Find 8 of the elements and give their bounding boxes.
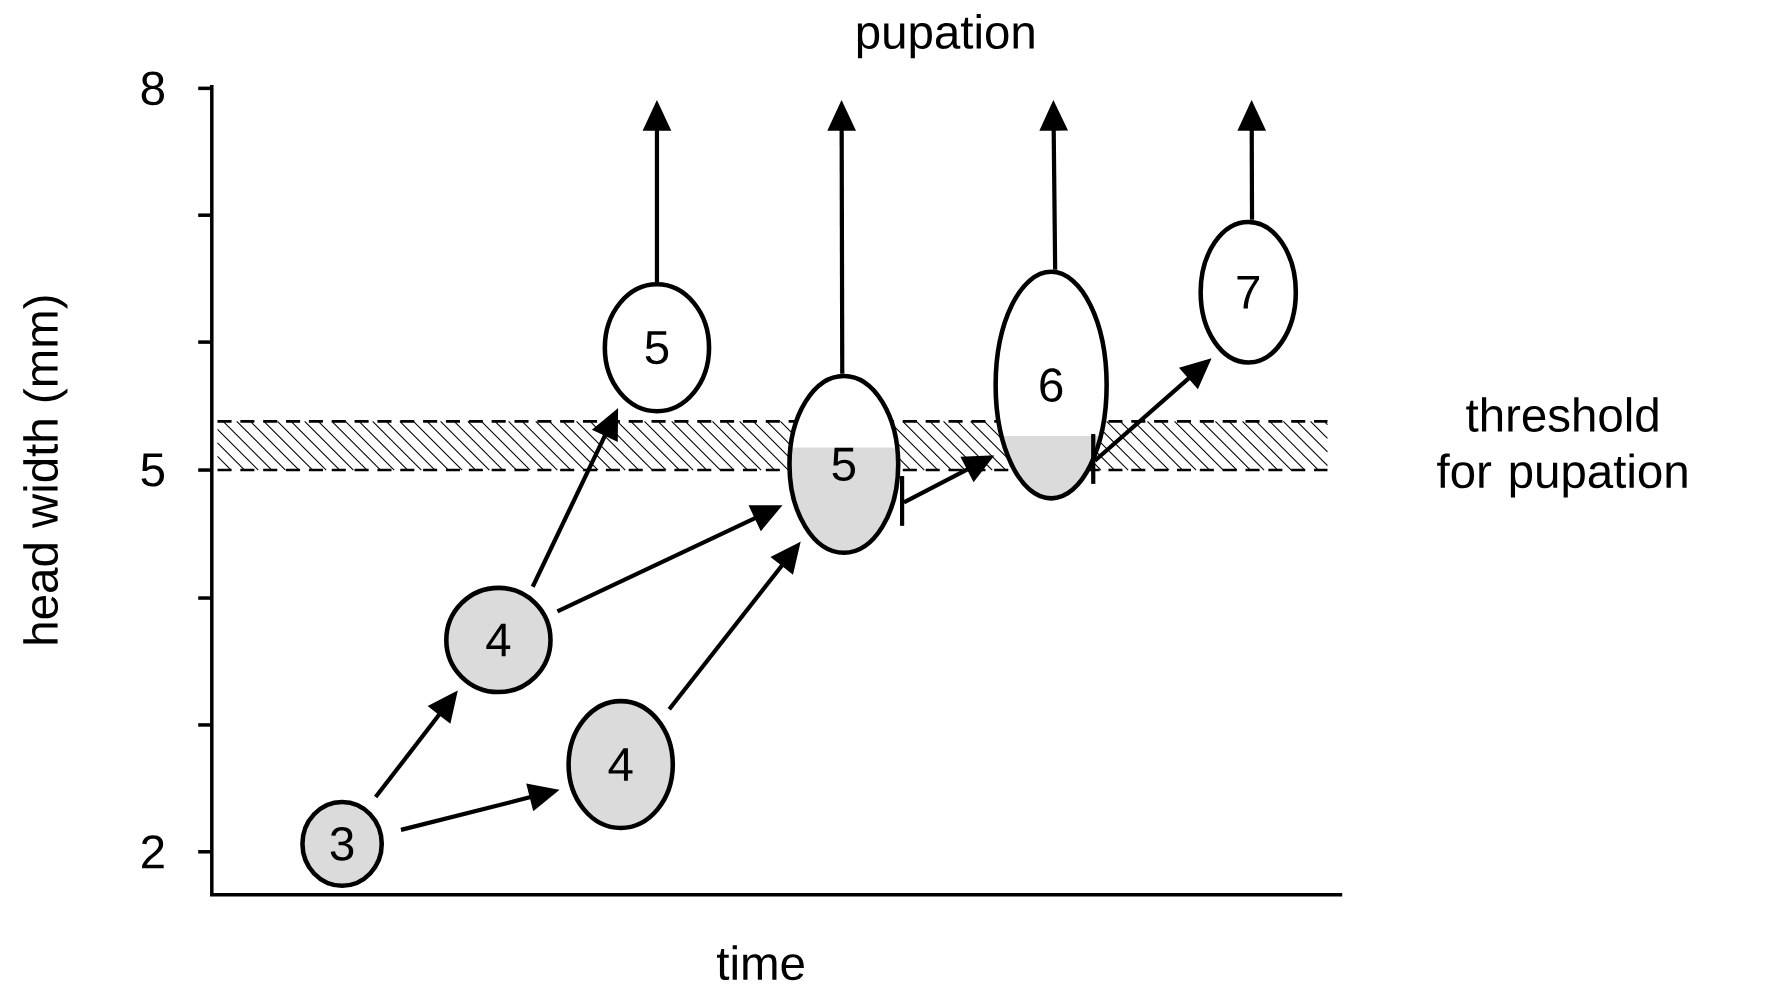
node-label: 6 (1040, 368, 1063, 402)
tick-label: 5 (141, 453, 165, 487)
axis-title: time (717, 945, 804, 981)
tick-label: 8 (141, 71, 164, 106)
annotation-text: threshold for pupation (1437, 397, 1687, 498)
tick-label: 2 (142, 835, 164, 869)
axis-title: head width (mm) (23, 296, 68, 644)
annotation-text: pupation (857, 14, 1034, 59)
